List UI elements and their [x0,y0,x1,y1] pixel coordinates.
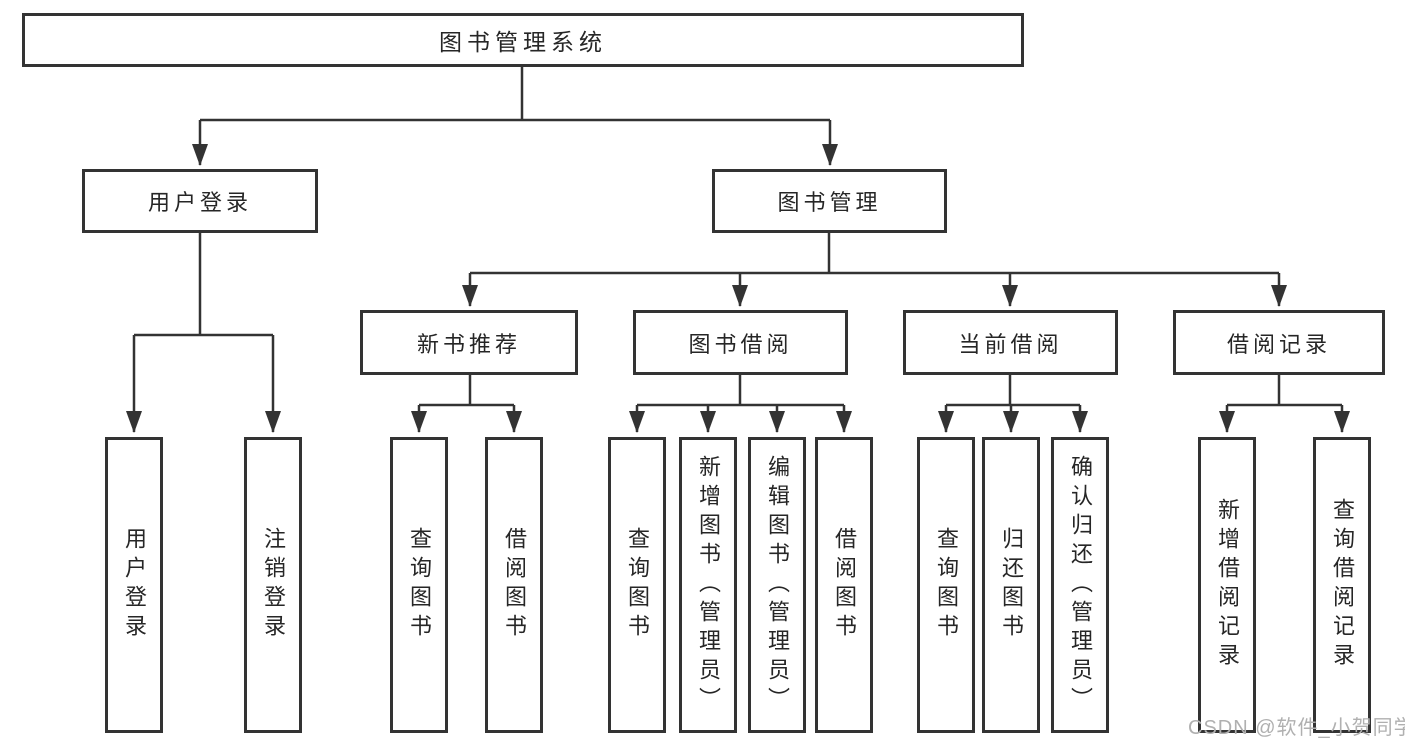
leaf-borrow-books-recommend-label: 借阅图书 [502,527,527,643]
node-borrowing-records-label: 借阅记录 [1226,331,1331,357]
leaf-confirm-return-admin-label: 确认归还（管理员） [1068,454,1093,716]
leaf-query-borrow-record-label: 查询借阅记录 [1330,498,1355,672]
edge-root-to-level2 [192,66,838,166]
leaf-user-login-label: 用户登录 [122,527,147,643]
node-book-management: 图书管理 [712,169,947,233]
leaf-add-borrow-record-label: 新增借阅记录 [1215,498,1240,672]
leaf-query-books-recommend-label: 查询图书 [407,527,432,643]
leaf-query-borrow-record: 查询借阅记录 [1313,437,1371,733]
leaf-edit-book-admin-label: 编辑图书（管理员） [765,454,790,716]
leaf-user-login: 用户登录 [105,437,163,733]
node-new-book-recommendation-label: 新书推荐 [416,331,521,357]
leaf-add-borrow-record: 新增借阅记录 [1198,437,1256,733]
leaf-query-books-recommend: 查询图书 [390,437,448,733]
csdn-watermark: CSDN @软件_小贺同学 [1188,717,1405,739]
leaf-confirm-return-admin: 确认归还（管理员） [1051,437,1109,733]
node-new-book-recommendation: 新书推荐 [360,310,578,375]
leaf-add-book-admin: 新增图书（管理员） [679,437,737,733]
leaf-query-books-current: 查询图书 [917,437,975,733]
edge-current-borrowing-to-leaves [938,375,1088,433]
edge-new-book-to-leaves [411,375,522,433]
node-user-login: 用户登录 [82,169,318,233]
node-book-borrowing-label: 图书借阅 [688,331,793,357]
node-book-borrowing: 图书借阅 [633,310,848,375]
edge-book-management-to-level3 [462,233,1287,307]
node-library-system: 图书管理系统 [22,13,1024,67]
edge-book-borrowing-to-leaves [629,375,852,433]
leaf-query-books-borrowing-label: 查询图书 [625,527,650,643]
leaf-logout-login: 注销登录 [244,437,302,733]
leaf-return-books: 归还图书 [982,437,1040,733]
node-book-management-label: 图书管理 [777,190,882,215]
leaf-borrow-books-borrowing-label: 借阅图书 [832,527,857,643]
leaf-borrow-books-borrowing: 借阅图书 [815,437,873,733]
leaf-add-book-admin-label: 新增图书（管理员） [696,454,721,716]
edge-borrow-records-to-leaves [1219,375,1350,433]
node-library-system-label: 图书管理系统 [439,29,607,55]
node-user-login-label: 用户登录 [147,190,252,215]
leaf-borrow-books-recommend: 借阅图书 [485,437,543,733]
node-current-borrowing-label: 当前借阅 [958,331,1063,357]
node-current-borrowing: 当前借阅 [903,310,1118,375]
leaf-query-books-current-label: 查询图书 [934,527,959,643]
leaf-query-books-borrowing: 查询图书 [608,437,666,733]
node-borrowing-records: 借阅记录 [1173,310,1385,375]
edge-user-login-to-leaves [126,233,281,433]
leaf-return-books-label: 归还图书 [999,527,1024,643]
leaf-logout-login-label: 注销登录 [261,527,286,643]
leaf-edit-book-admin: 编辑图书（管理员） [748,437,806,733]
